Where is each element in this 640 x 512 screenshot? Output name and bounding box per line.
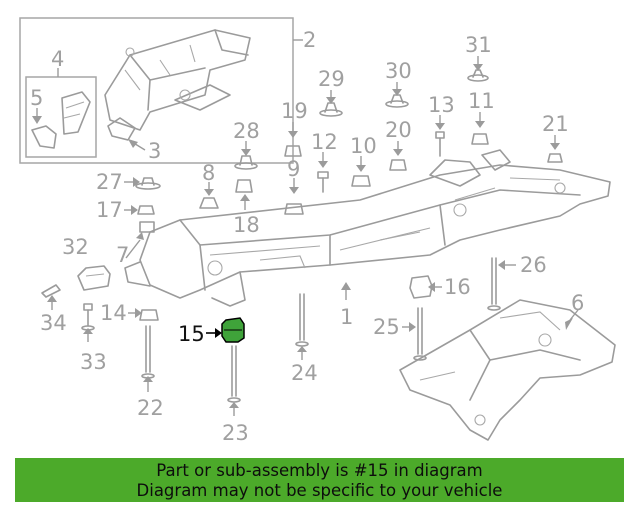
callout-27: 27 xyxy=(96,170,123,194)
callout-31: 31 xyxy=(465,33,492,57)
callout-19: 19 xyxy=(281,99,308,123)
inset-subassembly-2 xyxy=(19,17,303,164)
callout-28: 28 xyxy=(233,119,260,143)
callout-15: 15 xyxy=(178,322,205,346)
callout-labels: 1 2 3 4 5 6 7 8 9 10 11 12 13 14 15 16 1… xyxy=(30,28,584,445)
callout-10: 10 xyxy=(350,134,377,158)
callout-22: 22 xyxy=(137,396,164,420)
callout-9: 9 xyxy=(287,157,300,181)
callout-8: 8 xyxy=(202,161,215,185)
callout-21: 21 xyxy=(542,112,569,136)
callout-14: 14 xyxy=(100,301,127,325)
callout-25: 25 xyxy=(373,315,400,339)
banner-line-2: Diagram may not be specific to your vehi… xyxy=(136,481,503,500)
highlighted-part-15[interactable] xyxy=(206,317,245,343)
subframe-6 xyxy=(399,299,616,441)
callout-16: 16 xyxy=(444,275,471,299)
callout-23: 23 xyxy=(222,421,249,445)
info-banner: Part or sub-assembly is #15 in diagram D… xyxy=(15,458,624,502)
callout-3: 3 xyxy=(148,139,161,163)
callout-7: 7 xyxy=(116,243,129,267)
callout-13: 13 xyxy=(428,93,455,117)
callout-17: 17 xyxy=(96,198,123,222)
frame-assembly xyxy=(124,149,611,307)
callout-5: 5 xyxy=(30,86,43,110)
callout-1: 1 xyxy=(340,305,353,329)
callout-12: 12 xyxy=(311,130,338,154)
hardware-parts xyxy=(41,56,563,416)
callout-18: 18 xyxy=(233,213,260,237)
callout-34: 34 xyxy=(40,311,67,335)
callout-26: 26 xyxy=(520,253,547,277)
callout-29: 29 xyxy=(318,67,345,91)
callout-20: 20 xyxy=(385,118,412,142)
callout-24: 24 xyxy=(291,361,318,385)
parts-diagram: 1 2 3 4 5 6 7 8 9 10 11 12 13 14 15 16 1… xyxy=(19,17,616,445)
callout-4: 4 xyxy=(51,47,64,71)
callout-32: 32 xyxy=(62,235,89,259)
banner-line-1: Part or sub-assembly is #15 in diagram xyxy=(156,461,483,480)
callout-6: 6 xyxy=(571,291,584,315)
callout-11: 11 xyxy=(468,89,495,113)
callout-33: 33 xyxy=(80,350,107,374)
callout-2: 2 xyxy=(303,28,316,52)
callout-30: 30 xyxy=(385,59,412,83)
